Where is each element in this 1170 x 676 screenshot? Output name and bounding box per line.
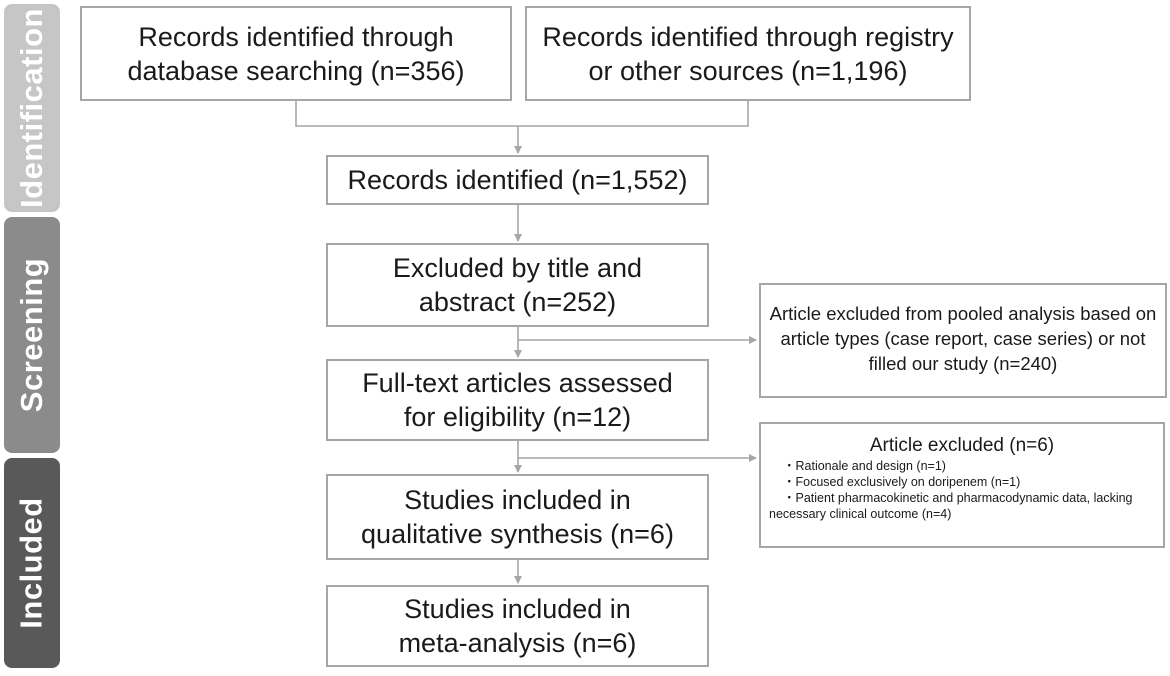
article-excluded-bullet: ・Patient pharmacokinetic and pharmacodyn… (769, 491, 1133, 521)
stage-included: Included (4, 458, 60, 668)
box-pooled-excluded-text: Article excluded from pooled analysis ba… (769, 303, 1157, 374)
box-article-excluded: Article excluded (n=6) ・Rationale and de… (759, 422, 1165, 548)
box-database-search: Records identified through database sear… (80, 6, 512, 101)
stage-screening: Screening (4, 217, 60, 453)
connector-database (295, 101, 518, 127)
box-registry-sources-text: Records identified through registry or o… (542, 21, 954, 86)
box-excluded-title-abstract-text: Excluded by title and abstract (n=252) (392, 253, 643, 317)
article-excluded-bullet: ・Focused exclusively on doripenem (n=1) (783, 475, 1021, 489)
stage-identification: Identification (4, 4, 60, 212)
connector-registry (518, 101, 749, 127)
box-records-identified-text: Records identified (n=1,552) (347, 165, 688, 195)
box-pooled-excluded: Article excluded from pooled analysis ba… (759, 283, 1167, 398)
box-fulltext-assessed: Full-text articles assessed for eligibil… (326, 359, 709, 441)
article-excluded-heading: Article excluded (n=6) (869, 435, 1055, 456)
box-qualitative-synthesis-text: Studies included in qualitative synthesi… (361, 485, 674, 549)
box-qualitative-synthesis: Studies included in qualitative synthesi… (326, 474, 709, 560)
box-meta-analysis: Studies included in meta-analysis (n=6) (326, 585, 709, 667)
box-records-identified: Records identified (n=1,552) (326, 155, 709, 205)
article-excluded-bullet: ・Rationale and design (n=1) (783, 459, 946, 473)
box-database-search-text: Records identified through database sear… (127, 21, 465, 86)
box-excluded-title-abstract: Excluded by title and abstract (n=252) (326, 243, 709, 327)
box-meta-analysis-text: Studies included in meta-analysis (n=6) (398, 594, 637, 658)
box-registry-sources: Records identified through registry or o… (525, 6, 971, 101)
box-fulltext-assessed-text: Full-text articles assessed for eligibil… (362, 368, 673, 432)
